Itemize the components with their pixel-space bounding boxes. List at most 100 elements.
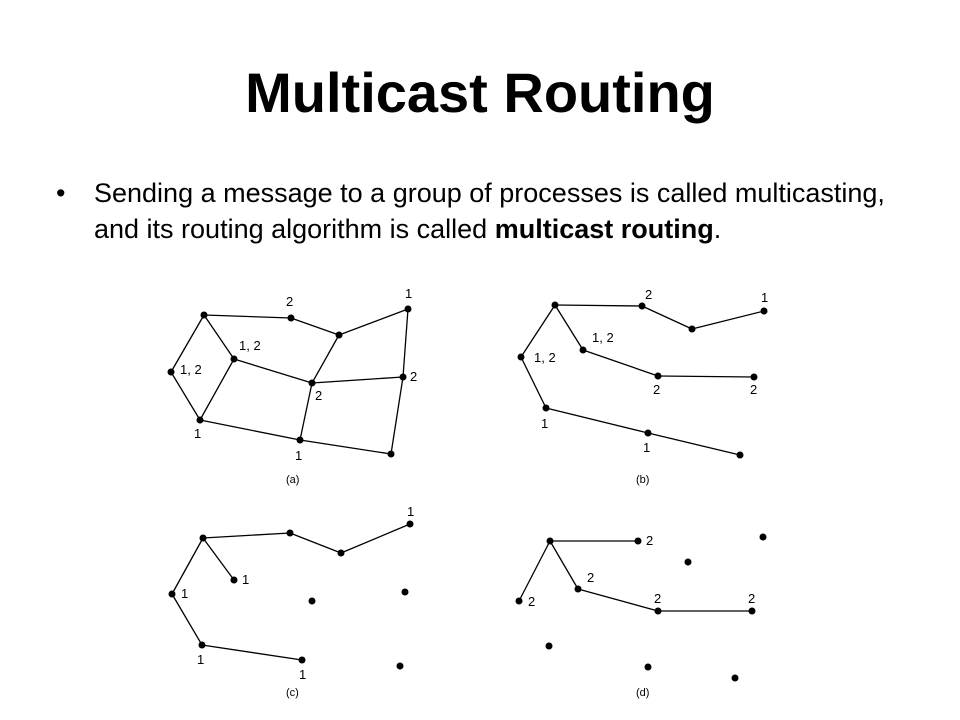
diagram-b-edge [691,310,765,330]
diagram-a-node [296,436,304,444]
diagram-d-node [545,642,553,650]
diagram-a-node [399,373,407,381]
diagram-b-node [517,353,525,361]
diagram-a-node [387,450,395,458]
diagram-a-label: 1 [295,448,302,463]
diagram-b-edge [554,304,643,307]
diagram-c-node [168,590,176,598]
diagram-a-edge [170,314,205,373]
diagram-c-node [308,597,316,605]
diagram-d-label: 2 [587,570,594,585]
diagram-c-node [401,588,409,596]
diagram-d-node [546,537,554,545]
diagram-c-label: 1 [242,572,249,587]
diagram-b-edge [641,305,693,330]
diagram-a-node [308,379,316,387]
diagram-a-edge [402,308,409,378]
diagram-c-node [396,662,404,670]
diagram-a-caption: (a) [286,474,299,486]
diagram-c-node [230,576,238,584]
diagram-b-node [654,372,662,380]
diagram-b-node [638,302,646,310]
slide-title: Multicast Routing [245,61,715,124]
diagram-c-node [406,520,414,528]
diagram-b-edge [520,304,556,358]
diagram-a-edge [199,419,301,441]
diagram-c-label: 1 [299,667,306,682]
diagram-b-node [688,325,696,333]
diagram-d-node [574,585,582,593]
diagram-b-edge [647,432,741,456]
diagram-b-node [736,451,744,459]
diagram-c-edge [340,523,411,554]
diagram-a-node [404,305,412,313]
diagram-a-edge [311,334,340,384]
diagram-d-edge [549,540,579,590]
diagram-b-edge [582,349,659,377]
diagram-a-edge [299,439,392,455]
diagram-d-node [684,558,692,566]
diagram-a-edge [199,358,235,421]
diagram-c-node [286,529,294,537]
diagram-b-node [542,404,550,412]
diagram-b-caption: (b) [636,474,649,486]
diagram-c-label: 1 [197,652,204,667]
diagram-d-edge [518,540,551,602]
diagram-d-label: 2 [646,533,653,548]
bullet-marker: • [56,178,66,208]
diagram-b-node [551,301,559,309]
diagram-c: 1 1 1 1 1 (c) [168,504,414,699]
diagram-c-node [199,534,207,542]
diagram-c-edge [171,593,203,646]
diagram-d-node [759,533,767,541]
diagram-d-node [634,537,642,545]
diagram-c-edge [289,532,342,554]
diagram-d-edge [577,588,659,612]
diagram-d-node [515,597,523,605]
diagram-a-label: 1, 2 [180,362,202,377]
diagram-b-edge [657,375,755,378]
diagram-b-edge [554,304,584,351]
diagram-b-edge [520,356,547,409]
bullet-text-plain: Sending a message to a group of processe… [94,178,885,244]
diagram-a-label: 2 [286,294,293,309]
bullet-text: Sending a message to a group of processe… [94,175,924,247]
diagram-b-node [750,373,758,381]
diagram-c-edge [202,532,291,539]
diagram-c-node [337,549,345,557]
bullet-emphasis-routing: routing [620,214,714,244]
diagram-c-caption: (c) [286,687,299,699]
diagram-d: 2 2 2 2 2 (d) [515,533,767,699]
diagram-a-edge [233,358,313,384]
diagram-a: 2 1 1, 2 1, 2 2 2 1 1 (a) [167,286,417,486]
diagram-a-edge [311,376,404,384]
diagram-b-node [644,429,652,437]
diagram-a-node [335,331,343,339]
diagram-a-edge [299,382,313,441]
diagram-c-label: 1 [181,586,188,601]
diagram-a-node [287,314,295,322]
diagram-c-edge [201,644,303,661]
diagram-b-label: 2 [750,382,757,397]
diagram-a-label: 2 [315,388,322,403]
diagram-d-label: 2 [748,591,755,606]
diagram-b-node [579,346,587,354]
diagram-a-node [196,416,204,424]
diagram-b-label: 1, 2 [592,330,614,345]
diagram-b-label: 1 [541,416,548,431]
diagram-d-caption: (d) [636,687,649,699]
diagram-d-node [731,674,739,682]
diagram-c-edge [202,537,235,581]
diagram-d-node [644,663,652,671]
diagram-c-node [198,641,206,649]
diagram-d-node [654,607,662,615]
diagram-a-node [167,368,175,376]
diagram-d-label: 2 [528,594,535,609]
diagram-c-label: 1 [407,504,414,519]
diagram-a-label: 1 [405,286,412,301]
diagram-b-label: 1 [761,290,768,305]
diagram-b-label: 1, 2 [534,350,556,365]
diagram-b-label: 2 [645,287,652,302]
diagram-a-label: 1 [194,426,201,441]
